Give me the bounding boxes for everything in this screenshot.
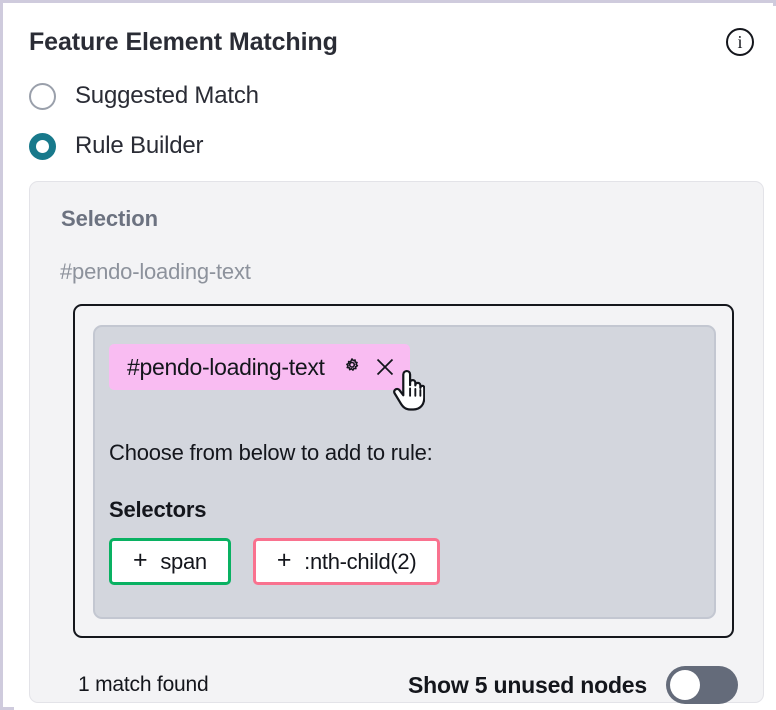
selection-value: #pendo-loading-text	[60, 259, 251, 284]
selector-chip-span[interactable]: + span	[109, 538, 231, 585]
unused-nodes-toggle[interactable]	[666, 666, 738, 704]
selector-chip-nth-child[interactable]: + :nth-child(2)	[252, 538, 441, 585]
radio-option-suggested-match[interactable]: Suggested Match	[29, 82, 259, 110]
toggle-knob	[670, 670, 700, 700]
rule-builder-box: #pendo-loading-text Choose from below to…	[73, 304, 734, 638]
radio-label-rule-builder: Rule Builder	[75, 132, 204, 159]
info-circle-icon[interactable]: i	[726, 28, 754, 56]
selection-heading: Selection	[61, 206, 158, 231]
selection-footer: 1 match found Show 5 unused nodes	[78, 665, 738, 705]
selector-chip-span-label: span	[160, 548, 207, 574]
header: Feature Element Matching i	[29, 25, 764, 69]
node-box: #pendo-loading-text Choose from below to…	[93, 325, 716, 619]
match-count-text: 1 match found	[78, 673, 209, 696]
info-icon-glyph: i	[737, 31, 743, 52]
close-x-icon[interactable]	[374, 356, 396, 378]
choose-prompt: Choose from below to add to rule:	[109, 440, 433, 465]
unused-nodes-toggle-label: Show 5 unused nodes	[407, 671, 647, 698]
selector-chip-row: + span + :nth-child(2)	[109, 538, 441, 585]
selectors-heading: Selectors	[109, 497, 207, 522]
page-title: Feature Element Matching	[29, 28, 338, 56]
selected-node-tag[interactable]: #pendo-loading-text	[109, 344, 410, 390]
radio-indicator-rule-builder[interactable]	[29, 132, 56, 160]
unused-nodes-toggle-group: Show 5 unused nodes	[408, 665, 738, 705]
plus-icon: +	[133, 546, 148, 574]
gear-icon[interactable]	[341, 356, 363, 378]
radio-indicator-suggested-match[interactable]	[29, 82, 56, 110]
selection-panel: Selection #pendo-loading-text #pendo-loa…	[29, 181, 764, 705]
radio-label-suggested-match: Suggested Match	[75, 82, 259, 109]
selector-chip-nth-child-label: :nth-child(2)	[304, 548, 417, 574]
selected-node-tag-label: #pendo-loading-text	[127, 353, 325, 380]
panel-content: Feature Element Matching i Suggested Mat…	[14, 6, 776, 710]
plus-icon: +	[276, 546, 292, 574]
radio-option-rule-builder[interactable]: Rule Builder	[29, 132, 204, 160]
